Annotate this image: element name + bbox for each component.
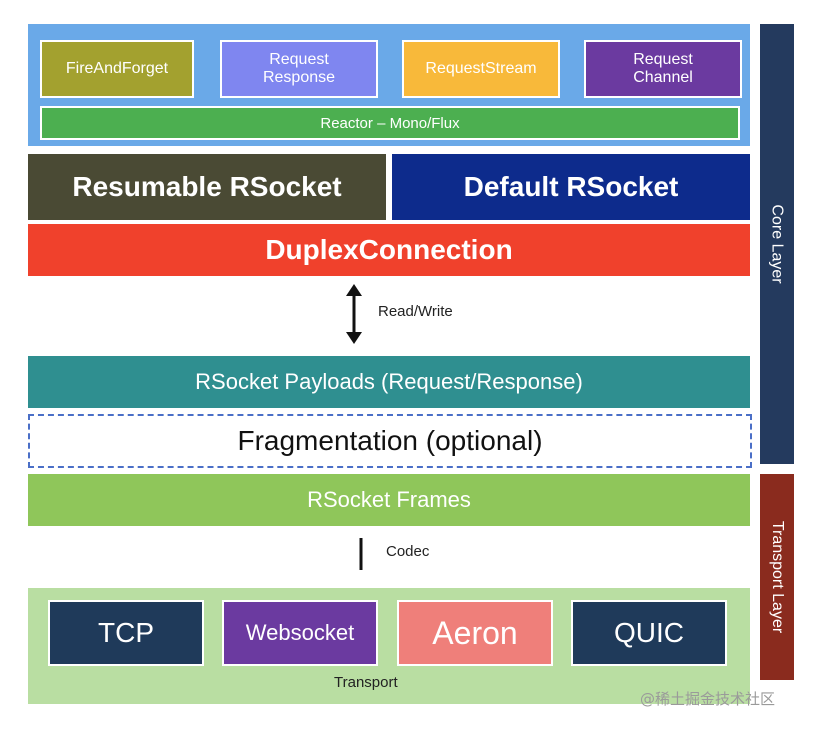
codec-line-icon <box>359 538 363 570</box>
request-response-box: Request Response <box>220 40 378 98</box>
rsocket-frames-box: RSocket Frames <box>28 474 750 526</box>
duplex-connection-box: DuplexConnection <box>28 224 750 276</box>
websocket-box: Websocket <box>222 600 378 666</box>
codec-label: Codec <box>386 543 430 560</box>
fire-and-forget-box: FireAndForget <box>40 40 194 98</box>
quic-box: QUIC <box>571 600 727 666</box>
fire-and-forget-label: FireAndForget <box>65 60 169 77</box>
core-layer-bar: Core Layer <box>760 24 794 464</box>
transport-layer-label: Transport Layer <box>769 520 786 634</box>
default-rsocket-label: Default RSocket <box>463 171 679 202</box>
transport-label: Transport <box>334 674 398 691</box>
duplex-connection-label: DuplexConnection <box>265 234 513 265</box>
aeron-label: Aeron <box>432 614 518 651</box>
resumable-rsocket-label: Resumable RSocket <box>72 171 342 202</box>
request-stream-box: RequestStream <box>402 40 560 98</box>
reactor-bar: Reactor – Mono/Flux <box>40 106 740 140</box>
read-write-label: Read/Write <box>378 303 453 320</box>
request-channel-label: Request Channel <box>633 51 693 86</box>
rsocket-payloads-label: RSocket Payloads (Request/Response) <box>195 369 583 394</box>
core-layer-label: Core Layer <box>769 204 786 284</box>
request-stream-label: RequestStream <box>425 60 537 77</box>
fragmentation-label: Fragmentation (optional) <box>237 425 543 456</box>
quic-label: QUIC <box>614 617 684 648</box>
resumable-rsocket-box: Resumable RSocket <box>28 154 386 220</box>
tcp-label: TCP <box>98 617 154 648</box>
request-response-label: Request Response <box>262 51 336 86</box>
aeron-box: Aeron <box>397 600 553 666</box>
rsocket-frames-label: RSocket Frames <box>307 487 471 512</box>
reactor-label: Reactor – Mono/Flux <box>320 114 460 132</box>
read-write-arrow-icon <box>346 284 362 344</box>
transport-layer-bar: Transport Layer <box>760 474 794 680</box>
websocket-label: Websocket <box>245 620 355 645</box>
watermark-text: @稀土掘金技术社区 <box>640 690 776 708</box>
rsocket-payloads-box: RSocket Payloads (Request/Response) <box>28 356 750 408</box>
tcp-box: TCP <box>48 600 204 666</box>
fragmentation-box: Fragmentation (optional) <box>28 414 752 468</box>
request-channel-box: Request Channel <box>584 40 742 98</box>
default-rsocket-box: Default RSocket <box>392 154 750 220</box>
